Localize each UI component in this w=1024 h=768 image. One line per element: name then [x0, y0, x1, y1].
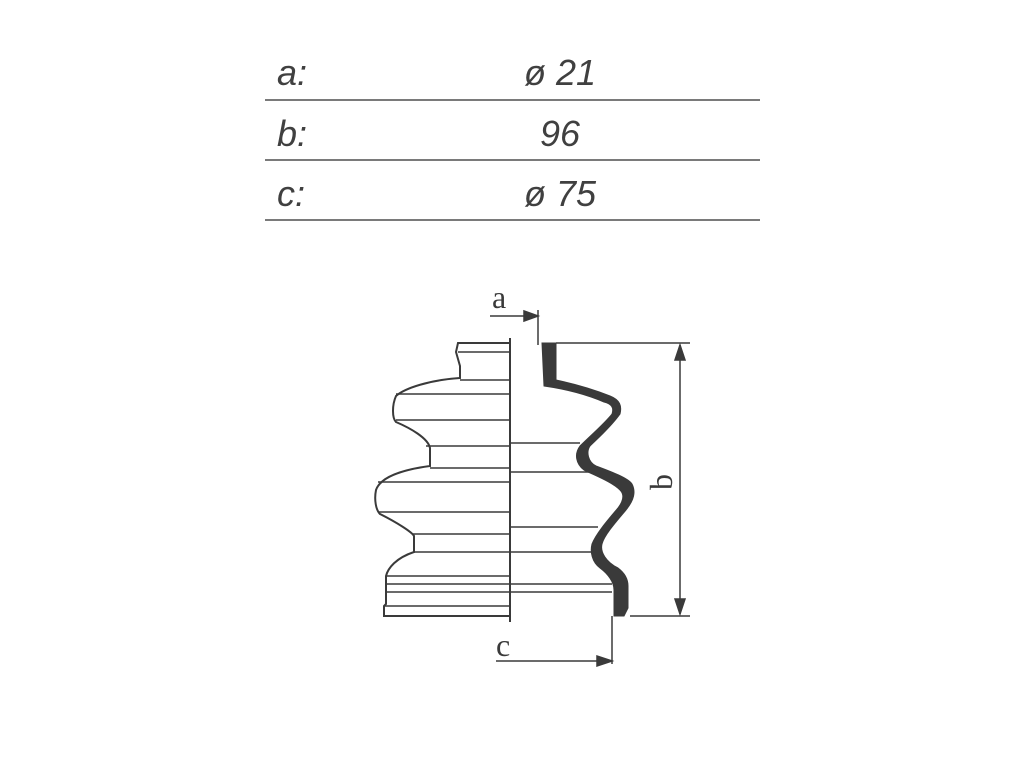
spec-value: ø 21: [523, 52, 597, 93]
boot-left-profile: [374, 342, 510, 617]
dimension-c: [496, 616, 615, 668]
boot-wall-section: [541, 342, 635, 617]
spec-row-b: b: 96: [265, 101, 760, 161]
spec-value: ø 75: [523, 173, 597, 214]
spec-value: 96: [539, 113, 581, 154]
spec-label: b:: [277, 113, 308, 154]
spec-label: c:: [277, 173, 306, 214]
spec-label: a:: [277, 52, 308, 93]
spec-row-c: c: ø 75: [265, 161, 760, 221]
spec-table: a: ø 21 b: 96 c: ø 75: [265, 40, 760, 221]
dimension-b-label: b: [643, 474, 679, 490]
dimension-b: [556, 342, 690, 617]
dimension-c-label: c: [496, 627, 510, 663]
boot-left-section-lines: [378, 351, 510, 607]
boot-right-section-lines: [510, 442, 612, 593]
spec-row-a: a: ø 21: [265, 40, 760, 101]
dimension-a-label: a: [492, 279, 506, 315]
dimension-a: [490, 309, 541, 345]
